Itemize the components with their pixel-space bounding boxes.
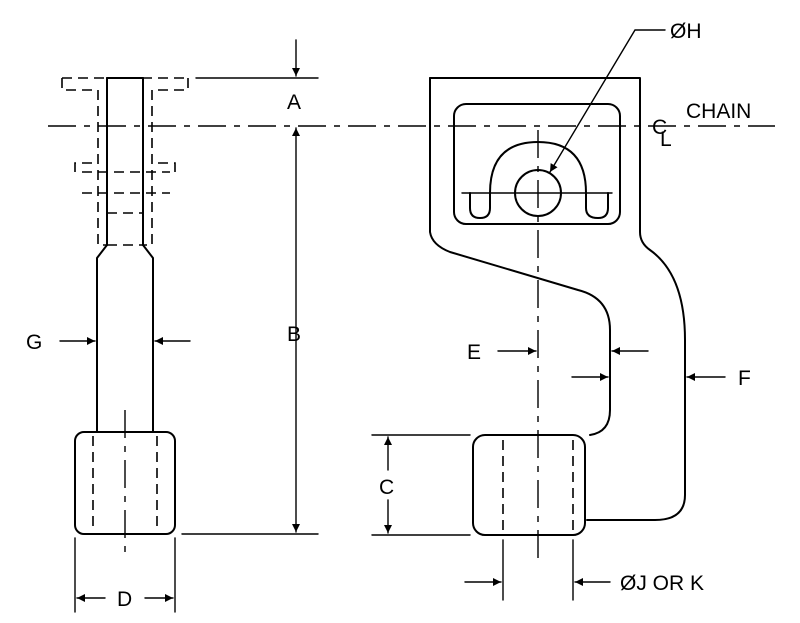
- front-view-inner-outline: [429, 77, 611, 436]
- dim-label-a: A: [287, 91, 301, 114]
- side-view-hidden-lines: [61, 77, 189, 246]
- front-view-boss: [472, 434, 586, 536]
- dim-label-h: ØH: [670, 20, 702, 43]
- dim-label-b: B: [287, 323, 301, 346]
- dim-label-d: D: [117, 588, 132, 611]
- front-view: [429, 77, 686, 560]
- dim-label-g: G: [26, 331, 42, 354]
- centerline-symbol-l: L: [660, 128, 672, 151]
- pin-pocket: [469, 141, 609, 219]
- upper-slot: [453, 103, 621, 225]
- chain-label: CHAIN: [686, 100, 751, 123]
- side-view: [48, 77, 775, 560]
- dim-label-j-or-k: ØJ OR K: [620, 572, 704, 595]
- dim-label-f: F: [738, 367, 751, 390]
- dim-label-e: E: [467, 341, 481, 364]
- centerline-symbol-c: C: [652, 116, 667, 139]
- front-view-outer-outline: [429, 77, 686, 521]
- dimensions: [59, 29, 726, 613]
- dim-label-c: C: [379, 476, 394, 499]
- labels: A B C D E F G ØH CHAIN C L ØJ OR K: [26, 20, 751, 611]
